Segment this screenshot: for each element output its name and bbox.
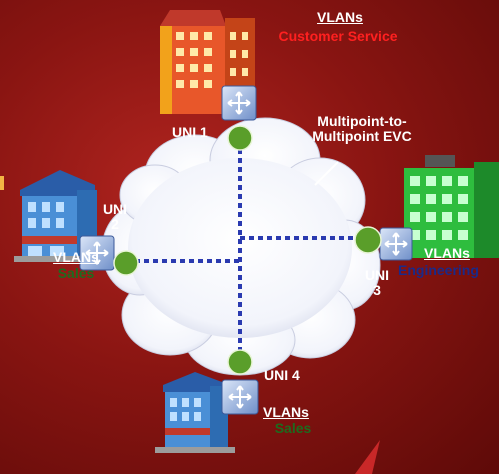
switch-icon-uni2 — [79, 235, 115, 271]
uni-2-label-line-1: UNI — [102, 201, 128, 217]
building-engineering — [404, 155, 499, 258]
uni-3-dot — [354, 226, 382, 254]
uni-4-dot — [227, 349, 253, 375]
cloud-label-line-2: Multipoint EVC — [312, 128, 412, 144]
uni-2-label-line-2: 2 — [111, 216, 119, 232]
dept-label-engineering: Engineering — [398, 263, 479, 278]
dept-label-customer-service: Customer Service — [278, 28, 398, 44]
switch-icon-uni1 — [221, 85, 257, 121]
vlans-label-engineering: VLANs — [424, 245, 470, 261]
uni-3-label: UNI 3 — [360, 268, 394, 298]
switch-icon-uni4 — [221, 379, 259, 415]
dept-label-sales-bottom: Sales — [274, 420, 312, 436]
edge-fragment — [0, 176, 4, 190]
evc-links — [126, 140, 368, 358]
vlans-label-sales-left: VLANs — [53, 249, 99, 265]
uni-2-dot — [113, 250, 139, 276]
uni-2-label: UNI 2 — [98, 202, 132, 232]
uni-3-label-line-2: 3 — [373, 282, 381, 298]
uni-3-label-line-1: UNI — [364, 267, 390, 283]
uni-1-label: UNI 1 — [172, 124, 208, 140]
switch-icon-uni3 — [379, 227, 413, 261]
decorative-streak — [355, 440, 380, 474]
dept-label-sales-left: Sales — [57, 265, 95, 281]
evc-cloud — [101, 117, 381, 376]
vlans-label-sales-bottom: VLANs — [263, 404, 309, 420]
uni-1-dot — [227, 125, 253, 151]
label-pointer — [314, 161, 339, 186]
uni-4-label: UNI 4 — [264, 367, 300, 383]
cloud-label: Multipoint-to- Multipoint EVC — [296, 114, 428, 144]
vlans-label-customer-service: VLANs — [317, 9, 363, 25]
cloud-label-line-1: Multipoint-to- — [317, 113, 407, 129]
